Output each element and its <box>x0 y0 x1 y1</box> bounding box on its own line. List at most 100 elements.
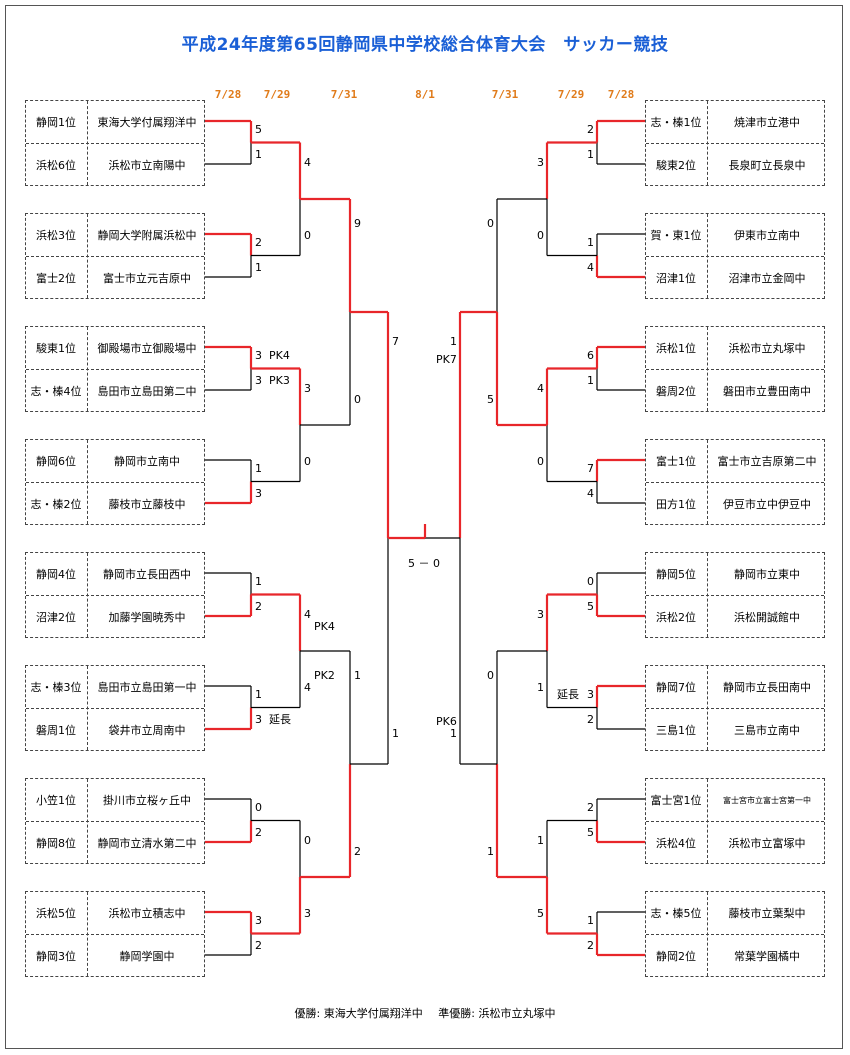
team-seed: 浜松3位 <box>36 229 76 242</box>
left-r1-note: 延長 <box>269 713 291 726</box>
right-r2-score: 4 <box>537 381 544 395</box>
team-seed: 浜松6位 <box>36 159 76 172</box>
right-team-box: 静岡7位静岡市立長田南中三島1位三島市立南中 <box>645 665 825 751</box>
result-summary: 優勝: 東海大学付属翔洋中 準優勝: 浜松市立丸塚中 <box>0 1005 850 1021</box>
left-r1-note: PK4 <box>269 349 290 362</box>
left-r1-score: 5 <box>255 123 262 136</box>
right-r1-score: 4 <box>587 261 594 274</box>
date-final: 8/1 <box>415 88 435 101</box>
right-r4-note: PK7 <box>436 353 457 366</box>
right-team-box: 浜松1位浜松市立丸塚中磐周2位磐田市立豊田南中 <box>645 326 825 412</box>
right-r1-score: 3 <box>587 688 594 701</box>
date-left-r3: 7/31 <box>330 88 358 101</box>
left-r3-score: 1 <box>354 669 361 682</box>
team-name: 静岡学園中 <box>119 950 175 963</box>
date-left-r1: 7/28 <box>214 88 242 101</box>
date-right-r2: 7/29 <box>557 88 585 101</box>
runnerup-label: 準優勝: 浜松市立丸塚中 <box>438 1007 556 1020</box>
right-r2-score: 1 <box>537 833 544 847</box>
right-team-box: 静岡5位静岡市立東中浜松2位浜松開誠館中 <box>645 552 825 638</box>
team-seed: 駿東1位 <box>36 342 76 355</box>
team-seed: 三島1位 <box>656 724 696 737</box>
team-seed: 富士宮1位 <box>650 794 702 807</box>
left-r1-score: 2 <box>255 236 262 249</box>
right-r4-note: PK6 <box>436 715 457 728</box>
team-seed: 静岡3位 <box>36 950 76 963</box>
team-name: 富士市立吉原第二中 <box>717 455 817 468</box>
team-name: 浜松市立積志中 <box>108 907 186 920</box>
team-name: 三島市立南中 <box>734 724 800 737</box>
left-r1-score: 3 <box>255 713 262 726</box>
team-name: 富士宮市立富士宮第一中 <box>723 796 811 805</box>
team-seed: 沼津2位 <box>36 611 76 624</box>
team-name: 富士市立元吉原中 <box>103 272 191 285</box>
left-r4-score: 1 <box>392 727 399 740</box>
left-r4-score: 7 <box>392 335 399 348</box>
left-team-box: 駿東1位御殿場市立御殿場中志・榛4位島田市立島田第二中 <box>25 326 205 412</box>
left-r1-score: 1 <box>255 261 262 274</box>
right-r3-score: 0 <box>487 669 494 682</box>
date-right-r3: 7/31 <box>491 88 519 101</box>
left-r1-score: 3 <box>255 374 262 387</box>
right-r2-score: 3 <box>537 155 544 169</box>
team-seed: 静岡1位 <box>36 116 76 129</box>
team-seed: 富士1位 <box>656 455 696 468</box>
left-team-box: 小笠1位掛川市立桜ヶ丘中静岡8位静岡市立清水第二中 <box>25 778 205 864</box>
left-r3-score: 9 <box>354 217 361 230</box>
left-r1-score: 2 <box>255 939 262 952</box>
team-name: 藤枝市立藤枝中 <box>108 498 186 511</box>
page-frame <box>5 5 843 1049</box>
right-r1-note: 延長 <box>557 688 579 701</box>
team-seed: 浜松5位 <box>36 907 76 920</box>
left-r2-score: 0 <box>304 454 311 468</box>
team-seed: 静岡6位 <box>36 455 76 468</box>
right-r3-score: 5 <box>487 393 494 406</box>
left-r2-score: 0 <box>304 833 311 847</box>
right-r1-score: 1 <box>587 374 594 387</box>
right-team-box: 富士1位富士市立吉原第二中田方1位伊豆市立中伊豆中 <box>645 439 825 525</box>
right-r1-score: 2 <box>587 713 594 726</box>
left-team-box: 静岡1位東海大学付属翔洋中浜松6位浜松市立南陽中 <box>25 100 205 186</box>
team-name: 島田市立島田第一中 <box>97 681 197 694</box>
right-r4-score: 1 <box>450 335 457 348</box>
right-r1-score: 2 <box>587 123 594 136</box>
champion-label: 優勝: 東海大学付属翔洋中 <box>294 1007 423 1020</box>
right-r1-score: 7 <box>587 462 594 475</box>
team-seed: 志・榛3位 <box>30 681 82 694</box>
team-seed: 志・榛1位 <box>650 116 702 129</box>
right-r2-score: 1 <box>537 680 544 694</box>
team-seed: 静岡4位 <box>36 568 76 581</box>
team-seed: 賀・東1位 <box>650 229 702 242</box>
team-name: 静岡大学附属浜松中 <box>97 229 197 242</box>
left-r2-score: 3 <box>304 906 311 920</box>
team-name: 浜松開誠館中 <box>734 611 800 624</box>
left-r1-score: 1 <box>255 462 262 475</box>
team-name: 静岡市立長田西中 <box>103 568 191 581</box>
team-name: 浜松市立丸塚中 <box>728 342 806 355</box>
team-seed: 静岡2位 <box>656 950 696 963</box>
final-score: 5 － 0 <box>408 557 440 570</box>
right-r1-score: 2 <box>587 801 594 814</box>
right-r1-score: 5 <box>587 600 594 613</box>
left-r1-note: PK3 <box>269 374 290 387</box>
left-r1-score: 3 <box>255 487 262 500</box>
right-team-box: 富士宮1位富士宮市立富士宮第一中浜松4位浜松市立富塚中 <box>645 778 825 864</box>
left-r2-score: 4 <box>304 607 311 621</box>
page-title: 平成24年度第65回静岡県中学校総合体育大会 サッカー競技 <box>181 35 669 55</box>
left-r2-note: PK2 <box>314 668 335 682</box>
team-name: 焼津市立港中 <box>734 116 800 129</box>
team-name: 長泉町立長泉中 <box>728 159 806 172</box>
team-seed: 沼津1位 <box>656 272 696 285</box>
team-seed: 駿東2位 <box>656 159 696 172</box>
team-seed: 田方1位 <box>656 498 696 511</box>
left-team-box: 志・榛3位島田市立島田第一中磐周1位袋井市立周南中 <box>25 665 205 751</box>
team-name: 浜松市立南陽中 <box>108 159 186 172</box>
right-team-box: 志・榛1位 焼津市立港中駿東2位 長泉町立長泉中 <box>645 100 825 186</box>
team-seed: 志・榛5位 <box>650 907 702 920</box>
left-team-box: 浜松5位 浜松市立積志中静岡3位 静岡学園中 <box>25 891 205 977</box>
team-name: 御殿場市立御殿場中 <box>97 342 197 355</box>
team-name: 常葉学園橘中 <box>734 950 800 963</box>
right-r1-score: 1 <box>587 914 594 927</box>
team-seed: 浜松4位 <box>656 837 696 850</box>
